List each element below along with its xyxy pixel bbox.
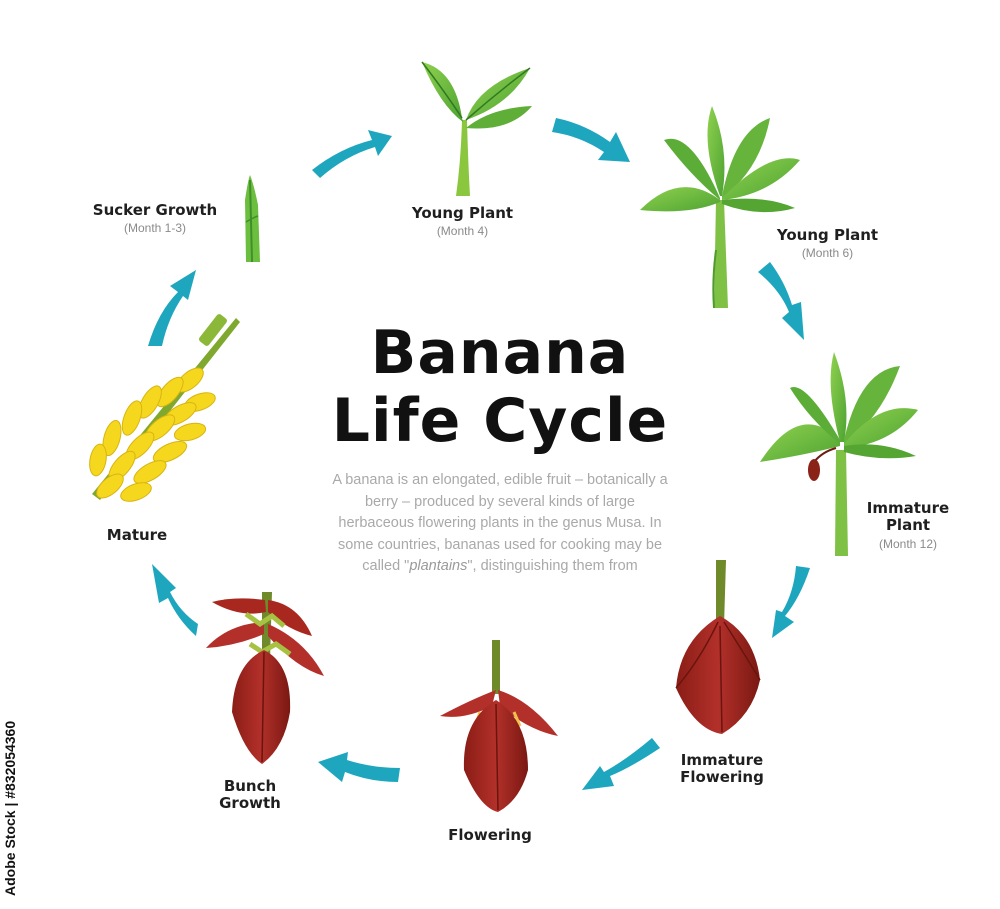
stage-sub-immature-plant: (Month 12) xyxy=(878,537,938,551)
bunch-growth-illustration xyxy=(206,592,324,764)
mature-banana-bunch-illustration xyxy=(89,314,240,502)
arrow-3 xyxy=(758,262,804,340)
description-italic: plantains xyxy=(409,558,468,574)
arrow-4 xyxy=(772,566,810,638)
arrow-8 xyxy=(148,270,196,346)
stage-label-immature-plant-2: Plant xyxy=(885,516,931,534)
title-line-1: Banana xyxy=(370,318,630,388)
arrow-5 xyxy=(582,738,660,790)
young-plant-month4-illustration xyxy=(421,61,532,196)
description-text: A banana is an elongated, edible fruit –… xyxy=(332,472,668,574)
stage-label-flowering: Flowering xyxy=(448,826,532,844)
stock-id-text: Adobe Stock | #832054360 xyxy=(2,720,18,896)
description-paragraph: A banana is an elongated, edible fruit –… xyxy=(332,472,668,574)
stage-label-bunch-growth-1: Bunch xyxy=(223,777,277,795)
flowering-illustration xyxy=(440,640,558,812)
arrow-6 xyxy=(318,752,400,782)
immature-flowering-illustration xyxy=(675,560,761,734)
description-tail: ", distinguishing them from xyxy=(467,558,638,574)
stage-label-sucker-growth: Sucker Growth xyxy=(92,201,218,219)
immature-plant-illustration xyxy=(760,352,918,556)
stage-label-immature-flowering-2: Flowering xyxy=(680,768,764,786)
stage-label-immature-flowering-1: Immature xyxy=(680,751,764,769)
stage-sub-sucker-growth: (Month 1-3) xyxy=(123,221,187,235)
sucker-shoot-illustration xyxy=(245,175,260,263)
cycle-arrows xyxy=(148,118,810,790)
arrow-1 xyxy=(312,130,392,178)
stage-label-young-plant-6: Young Plant xyxy=(776,226,879,244)
stage-label-mature: Mature xyxy=(106,526,168,544)
stage-sub-young-plant-6: (Month 6) xyxy=(801,246,854,260)
arrow-7 xyxy=(152,564,198,636)
stage-label-bunch-growth-2: Growth xyxy=(219,794,281,812)
arrow-2 xyxy=(552,118,630,162)
young-plant-month6-illustration xyxy=(640,106,800,309)
stage-label-young-plant-4: Young Plant xyxy=(411,204,514,222)
stage-sub-young-plant-4: (Month 4) xyxy=(436,224,489,238)
stage-label-immature-plant-1: Immature xyxy=(866,499,950,517)
title-line-2: Life Cycle xyxy=(331,386,669,456)
